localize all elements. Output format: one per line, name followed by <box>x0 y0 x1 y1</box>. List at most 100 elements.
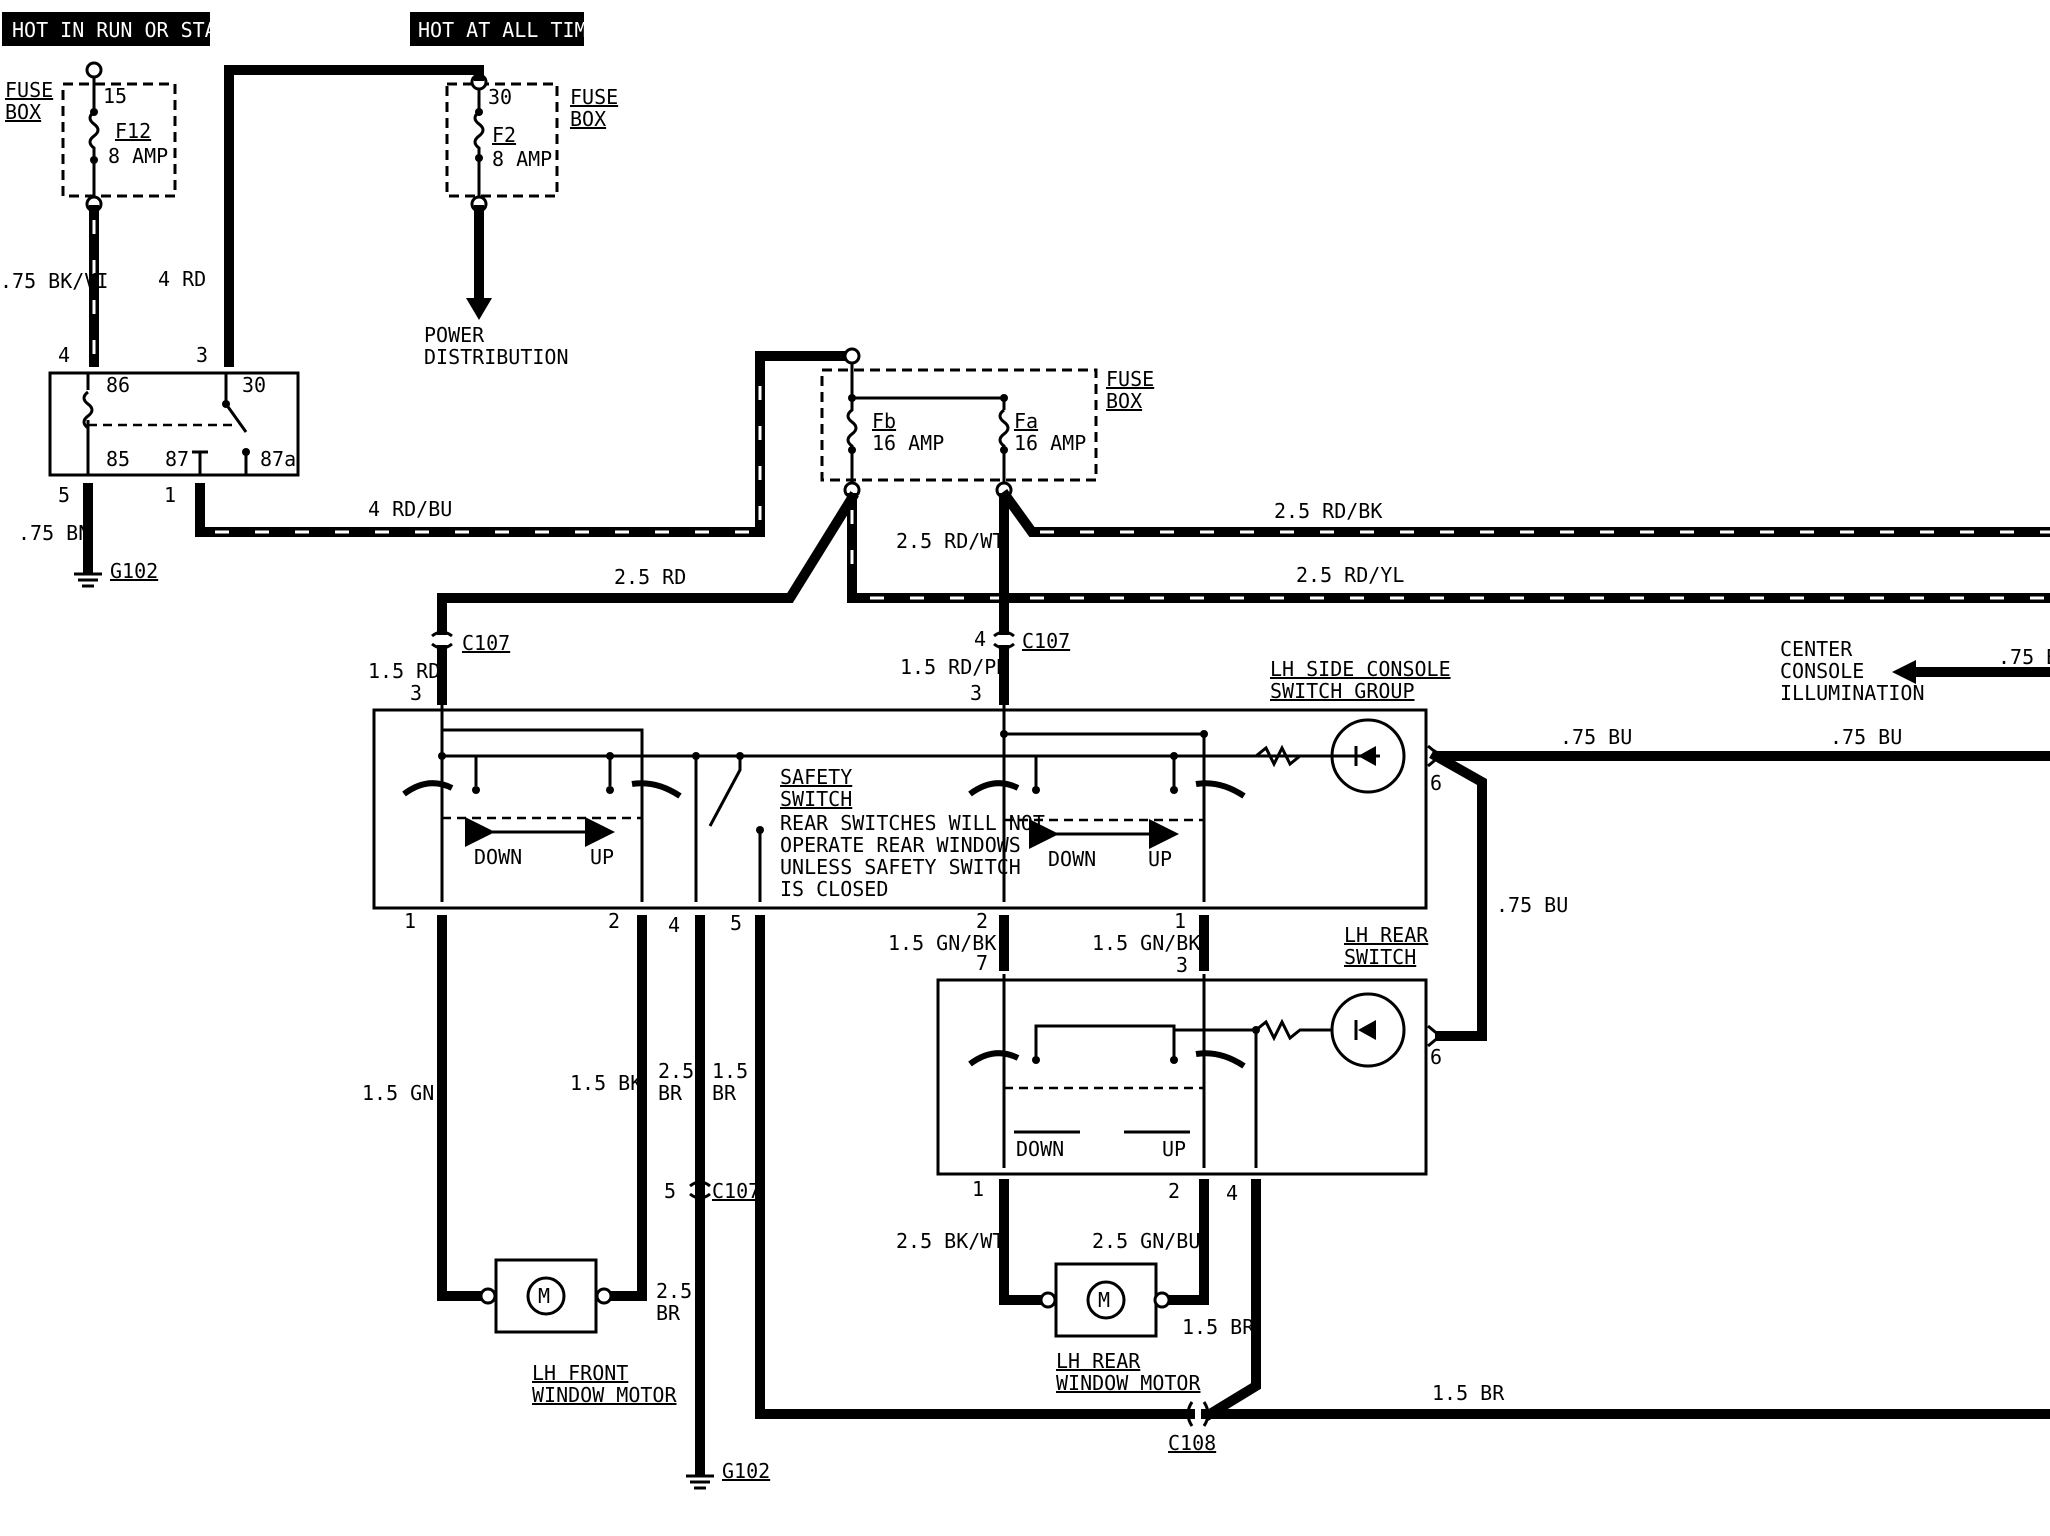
wire-label-075-bu-1: .75 BU <box>1560 725 1632 749</box>
fuse-fa-rating: 16 AMP <box>1014 431 1086 455</box>
safety-note-2: OPERATE REAR WINDOWS <box>780 833 1021 857</box>
wire-label-15-br-rear: 1.5 BR <box>1182 1315 1255 1339</box>
console-title-2: SWITCH GROUP <box>1270 679 1415 703</box>
fuse-f2-name: F2 <box>492 123 516 147</box>
console-title-1: LH SIDE CONSOLE <box>1270 657 1451 681</box>
safety-note-3: UNLESS SAFETY SWITCH <box>780 855 1021 879</box>
wire-15-br-c108 <box>755 915 1195 1419</box>
rear-motor-label-2: WINDOW MOTOR <box>1056 1371 1201 1395</box>
wire-label-15-br-bottom: 1.5 BR <box>1432 1381 1505 1405</box>
console-pin-1r: 1 <box>1174 909 1186 933</box>
center-console-arrow <box>1892 660 1916 684</box>
safety-note-1: REAR SWITCHES WILL NOT <box>780 811 1045 835</box>
wire-label-25-br-motor-1: 2.5 <box>656 1279 692 1303</box>
wire-label-15-gn-bk-2: 1.5 GN/BK <box>1092 931 1200 955</box>
wire-label-15-bk: 1.5 BK <box>570 1071 642 1095</box>
header-hot-run-start: HOT IN RUN OR START <box>2 12 241 46</box>
rear-switch-label-up: UP <box>1162 1137 1186 1161</box>
wire-label-25-rd-wt: 2.5 RD/WT <box>896 529 1004 553</box>
fuse-f12-rating: 8 AMP <box>108 144 168 168</box>
power-distribution-label-1: POWER <box>424 323 485 347</box>
wire-label-25-br-motor-2: BR <box>656 1301 681 1325</box>
wire-label-15-br-a2: BR <box>712 1081 737 1105</box>
fuse-f12-pin: 15 <box>103 84 127 108</box>
front-motor-label-2: WINDOW MOTOR <box>532 1383 677 1407</box>
rear-pin-7: 7 <box>976 951 988 975</box>
wire-label-25-rd: 2.5 RD <box>614 565 686 589</box>
power-distribution-label-2: DISTRIBUTION <box>424 345 569 369</box>
wire-25-bk-wt <box>999 1179 1051 1305</box>
fuse-f12-name: F12 <box>115 119 151 143</box>
ground-label-g102-bottom: G102 <box>722 1459 770 1483</box>
wire-label-15-gn: 1.5 GN <box>362 1081 434 1105</box>
center-console-label-3: ILLUMINATION <box>1780 681 1925 705</box>
header-hot-all-times-text: HOT AT ALL TIMES <box>418 18 611 42</box>
wire-25-gn-bu <box>1157 1179 1209 1305</box>
fuse-box-f2: 30 F2 8 AMP <box>445 73 559 213</box>
relay-conn-3: 3 <box>196 343 208 367</box>
header-hot-all-times: HOT AT ALL TIMES <box>410 12 611 46</box>
console-pin-4: 4 <box>668 913 680 937</box>
lh-rear-window-motor: M <box>1039 1262 1171 1338</box>
rear-motor-symbol: M <box>1098 1288 1110 1312</box>
console-pin-6: 6 <box>1430 771 1442 795</box>
wire-label-25-br-a1: 2.5 <box>658 1059 694 1083</box>
lh-front-window-motor: M <box>479 1258 613 1334</box>
relay: 86 85 87 87a 30 <box>48 371 300 477</box>
fuse-box-fb-fa: Fb 16 AMP Fa 16 AMP <box>820 362 1098 499</box>
power-distribution-arrow <box>466 298 492 320</box>
fuse-box-label-mid-2: BOX <box>570 107 606 131</box>
fuse-box-label-right-1: FUSE <box>1106 367 1154 391</box>
rear-pin-3: 3 <box>1176 953 1188 977</box>
console-pin-3a: 3 <box>410 681 422 705</box>
ground-label-g102-top: G102 <box>110 559 158 583</box>
fuse-fb-name: Fb <box>872 409 896 433</box>
header-hot-run-start-text: HOT IN RUN OR START <box>12 18 241 42</box>
rear-motor-label-1: LH REAR <box>1056 1349 1141 1373</box>
wire-15-br-rear <box>1203 1179 1261 1421</box>
front-motor-label-1: LH FRONT <box>532 1361 628 1385</box>
wire-label-25-bk-wt: 2.5 BK/WT <box>896 1229 1004 1253</box>
relay-conn-1: 1 <box>164 483 176 507</box>
lh-side-console-switch-group: DOWN UP DOWN UP <box>372 704 1428 910</box>
rear-switch-title-2: SWITCH <box>1344 945 1416 969</box>
wire-label-075-bn: .75 BN <box>18 521 90 545</box>
wire-label-075-bk-vi: .75 BK/VI <box>0 269 108 293</box>
wire-label-15-rd-pk: 1.5 RD/PK <box>900 655 1008 679</box>
wire-label-25-br-a2: BR <box>658 1081 683 1105</box>
wire-15-gn <box>437 915 493 1301</box>
wire-label-15-br-a1: 1.5 <box>712 1059 748 1083</box>
console-pin-3b: 3 <box>970 681 982 705</box>
wire-label-25-rd-bk: 2.5 RD/BK <box>1274 499 1382 523</box>
connector-c107-bottom <box>689 1180 711 1200</box>
lh-rear-switch: DOWN UP <box>936 974 1443 1176</box>
safety-switch-title-2: SWITCH <box>780 787 852 811</box>
wire-label-075-bu-2: .75 BU <box>1830 725 1902 749</box>
relay-conn-5: 5 <box>58 483 70 507</box>
fuse-box-label-left-2: BOX <box>5 100 41 124</box>
relay-pin-87: 87 <box>165 447 189 471</box>
console-pin-6-connector <box>1427 744 1443 768</box>
rear-pin-1: 1 <box>972 1177 984 1201</box>
connector-label-c107-bottom: C107 <box>712 1179 760 1203</box>
rear-switch-label-down: DOWN <box>1016 1137 1064 1161</box>
safety-switch-title-1: SAFETY <box>780 765 852 789</box>
relay-pin-30: 30 <box>242 373 266 397</box>
connector-label-c108: C108 <box>1168 1431 1216 1455</box>
console-pin-1: 1 <box>404 909 416 933</box>
wire-label-075-bu-4: .75 BU <box>1998 645 2050 669</box>
wire-label-25-rd-yl: 2.5 RD/YL <box>1296 563 1404 587</box>
wire-25-rd-yl <box>847 493 2050 603</box>
console-label-down-2: DOWN <box>1048 847 1096 871</box>
rear-pin-6: 6 <box>1430 1045 1442 1069</box>
console-pin-2: 2 <box>608 909 620 933</box>
console-pin-2r: 2 <box>976 909 988 933</box>
fuse-fa-name: Fa <box>1014 409 1038 433</box>
center-console-label-1: CENTER <box>1780 637 1853 661</box>
console-pin-5: 5 <box>730 911 742 935</box>
fuse-box-f12: 15 F12 8 AMP <box>61 61 177 213</box>
wire-4-rd <box>224 65 484 367</box>
connector-label-c107-left: C107 <box>462 631 510 655</box>
console-label-up-2: UP <box>1148 847 1172 871</box>
